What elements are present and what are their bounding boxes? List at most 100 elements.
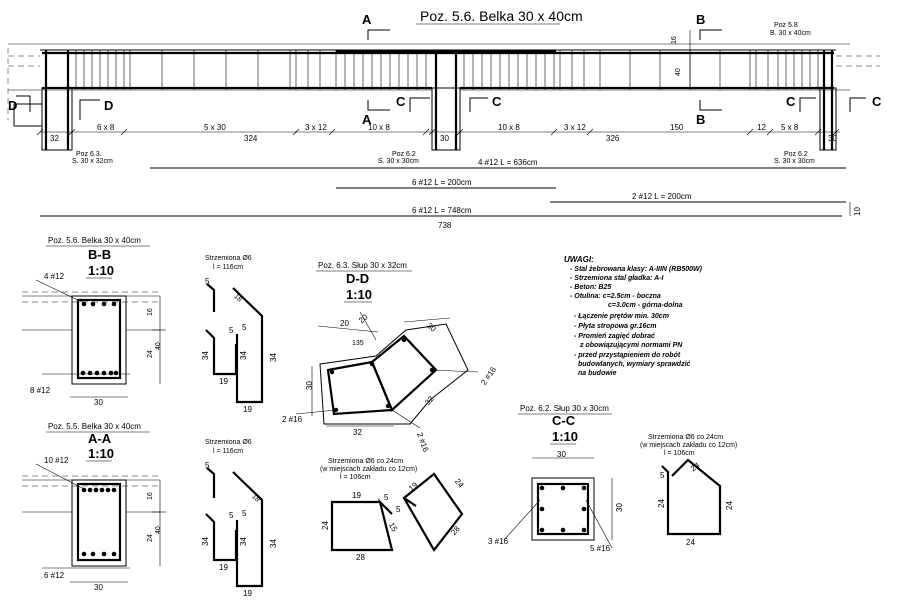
note-7: - Płyta stropowa gr.16cm	[574, 323, 656, 330]
dim-tick	[456, 128, 464, 136]
sdd-28: 28	[356, 553, 365, 562]
bar-2x12-200: 2 #12 L = 200cm	[632, 192, 692, 201]
dd-caption: Poz. 6.3. Słup 30 x 32cm	[318, 261, 407, 270]
dd-30a: 30	[425, 321, 438, 334]
saa-5c: 5	[242, 509, 247, 518]
dim-5x30: 5 x 30	[204, 123, 226, 132]
poz63-label: Poz 6.3.	[76, 151, 102, 158]
rebar-dot	[81, 551, 87, 557]
dim-tick	[428, 128, 436, 136]
scc-24c: 24	[725, 501, 734, 510]
bar-6x12-748: 6 #12 L = 748cm	[412, 206, 472, 215]
dd-135: 135	[352, 340, 364, 347]
dim-40: 40	[675, 68, 682, 76]
poz58-label: Poz 5.8	[774, 22, 798, 29]
sdd-r5: 5	[396, 505, 401, 514]
rebar-dot	[108, 370, 114, 376]
stirrup-bb-length: l = 116cm	[213, 264, 243, 271]
dd-20b: 20	[357, 312, 370, 325]
marker-a-top: A	[362, 12, 372, 27]
dim-tick	[68, 128, 76, 136]
rebar-dot	[81, 487, 87, 493]
aa-top-bars: 10 #12	[44, 456, 69, 465]
dim-tick	[120, 128, 128, 136]
aa-width: 30	[94, 583, 103, 592]
rebar-dot	[99, 487, 105, 493]
dim-tick	[766, 128, 774, 136]
sbb-18: 18	[232, 293, 243, 304]
cc-width: 30	[557, 450, 566, 459]
marker-d-edge: D	[8, 98, 17, 113]
dd-bars-right: 2 #16	[479, 365, 498, 387]
rebar-dot	[560, 527, 566, 533]
rebar-dot	[94, 370, 100, 376]
dim-32: 32	[50, 134, 59, 143]
dim-tick	[746, 128, 754, 136]
stirrup-aa-length: l = 116cm	[213, 448, 243, 455]
rebar-dot	[581, 485, 587, 491]
drawing-title: Poz. 5.6. Belka 30 x 40cm	[420, 8, 583, 24]
section-cc: Poz. 6.2. Słup 30 x 30cm C-C 1:10 30 30 …	[488, 404, 624, 553]
dim-16: 16	[671, 36, 678, 44]
saa-18: 18	[250, 493, 261, 504]
section-bb: Poz. 5.6. Belka 30 x 40cm B-B 1:10 4 #12…	[22, 236, 166, 407]
dd-name: D-D	[346, 271, 369, 286]
poz62a-size: S. 30 x 30cm	[378, 158, 419, 165]
saa-5b: 5	[229, 511, 234, 520]
sdd-15: 15	[387, 521, 400, 534]
rebar-dot	[90, 301, 96, 307]
rebar-dot	[111, 487, 117, 493]
rebar-dot	[101, 301, 107, 307]
sdd-24: 24	[321, 521, 330, 530]
aa-scale: 1:10	[88, 446, 114, 461]
note-3: - Beton: B25	[570, 284, 611, 291]
aa-h40: 40	[155, 526, 162, 534]
stirrup-aa: Strzemiona Ø6 l = 116cm 5 18 5 5 34 34 3…	[201, 439, 278, 598]
sdd-5: 5	[384, 493, 389, 502]
stirrup-cc-length: l = 106cm	[664, 450, 695, 457]
cc-name: C-C	[552, 413, 576, 428]
marker-c-mid-right: C	[492, 94, 502, 109]
saa-34a: 34	[201, 537, 210, 546]
cc-height: 30	[615, 503, 624, 512]
bar-6x12-200: 6 #12 L = 200cm	[412, 178, 472, 187]
rebar-dot	[113, 370, 119, 376]
dim-150: 150	[670, 123, 684, 132]
note-8: - Promień zagięć dobrać	[574, 333, 655, 340]
saa-19b: 19	[243, 589, 252, 598]
bb-width: 30	[94, 398, 103, 407]
poz62a-label: Poz 6.2	[392, 151, 416, 158]
dim-12: 12	[757, 123, 766, 132]
aa-name: A-A	[88, 431, 112, 446]
marker-d-left: D	[104, 98, 113, 113]
aa-h16: 16	[147, 492, 154, 500]
note-11: budowlanych, wymiary sprawdzić	[578, 361, 691, 368]
stirrup-dd-title: Strzemiona Ø6 co 24cm	[328, 458, 403, 465]
scc-24d: 24	[686, 538, 695, 547]
note-4: - Otulina: c=2.5cm - boczna	[570, 293, 661, 300]
sbb-5a: 5	[205, 277, 210, 286]
dim-324: 324	[244, 134, 258, 143]
sdd-r24: 24	[453, 477, 466, 490]
poz58-size: B. 30 x 40cm	[770, 30, 811, 37]
dim-30-mid: 30	[440, 134, 449, 143]
stirrup-cc-title: Strzemiona Ø6 co 24cm	[648, 434, 723, 441]
rebar-dot	[111, 301, 117, 307]
dd-32b: 32	[423, 394, 436, 407]
dd-20a: 20	[340, 319, 349, 328]
sdd-r28: 28	[449, 524, 462, 537]
aa-caption: Poz. 5.5. Belka 30 x 40cm	[48, 422, 141, 431]
total-738: 738	[438, 221, 452, 230]
notes-title: UWAGI:	[564, 255, 594, 264]
bb-h16: 16	[147, 308, 154, 316]
dd-32a: 32	[353, 428, 362, 437]
bb-caption: Poz. 5.6. Belka 30 x 40cm	[48, 236, 141, 245]
stirrup-aa-title: Strzemiona Ø6	[205, 439, 252, 446]
rebar-dot	[539, 527, 545, 533]
cc-scale: 1:10	[552, 429, 578, 444]
dim-3x12: 3 x 12	[305, 123, 327, 132]
note-6: - Łączenie prętów min. 30cm	[574, 313, 669, 320]
dim-tick	[550, 128, 558, 136]
bb-h40: 40	[155, 342, 162, 350]
